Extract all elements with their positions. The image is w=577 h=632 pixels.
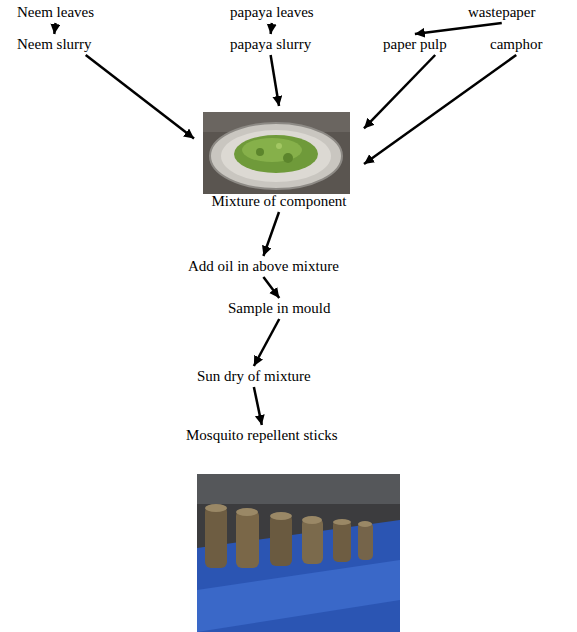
- step-label: Mixture of component: [210, 193, 349, 210]
- step-node: Neem leaves: [15, 4, 96, 21]
- step-label: Sample in mould: [226, 300, 333, 317]
- flow-arrow: [364, 55, 516, 164]
- step-label: Sun dry of mixture: [195, 368, 313, 385]
- step-node: camphor: [488, 36, 544, 53]
- flow-arrow: [86, 55, 194, 139]
- step-node: wastepaper: [466, 4, 537, 21]
- step-label: papaya slurry: [228, 36, 313, 53]
- step-label: paper pulp: [381, 36, 449, 53]
- flow-arrow: [415, 23, 502, 34]
- step-node: Mixture of component: [196, 108, 362, 210]
- flow-arrow: [263, 212, 279, 256]
- step-label: papaya leaves: [228, 4, 316, 21]
- step-label: wastepaper: [466, 4, 537, 21]
- flow-arrow: [263, 277, 279, 298]
- step-label: Mosquito repellent sticks: [184, 427, 340, 444]
- flow-arrow: [271, 23, 272, 34]
- step-node: Add oil in above mixture: [186, 258, 341, 275]
- step-node: papaya slurry: [228, 36, 313, 53]
- step-node: Mosquito repellent sticks: [184, 427, 340, 444]
- step-label: Neem slurry: [15, 36, 94, 53]
- step-label: Add oil in above mixture: [186, 258, 341, 275]
- step-node: Neem slurry: [15, 36, 94, 53]
- step-node: Sample in mould: [226, 300, 333, 317]
- flow-arrow: [254, 319, 279, 366]
- sticks-photo: [197, 474, 400, 632]
- step-node: papaya leaves: [228, 4, 316, 21]
- flow-arrow: [254, 387, 262, 425]
- flow-arrow: [54, 23, 55, 34]
- mixture-photo: [203, 112, 350, 194]
- flow-arrow: [271, 55, 279, 106]
- step-node: Sun dry of mixture: [195, 368, 313, 385]
- step-node: paper pulp: [381, 36, 449, 53]
- step-label: Neem leaves: [15, 4, 96, 21]
- flow-arrow: [364, 55, 435, 128]
- step-label: camphor: [488, 36, 544, 53]
